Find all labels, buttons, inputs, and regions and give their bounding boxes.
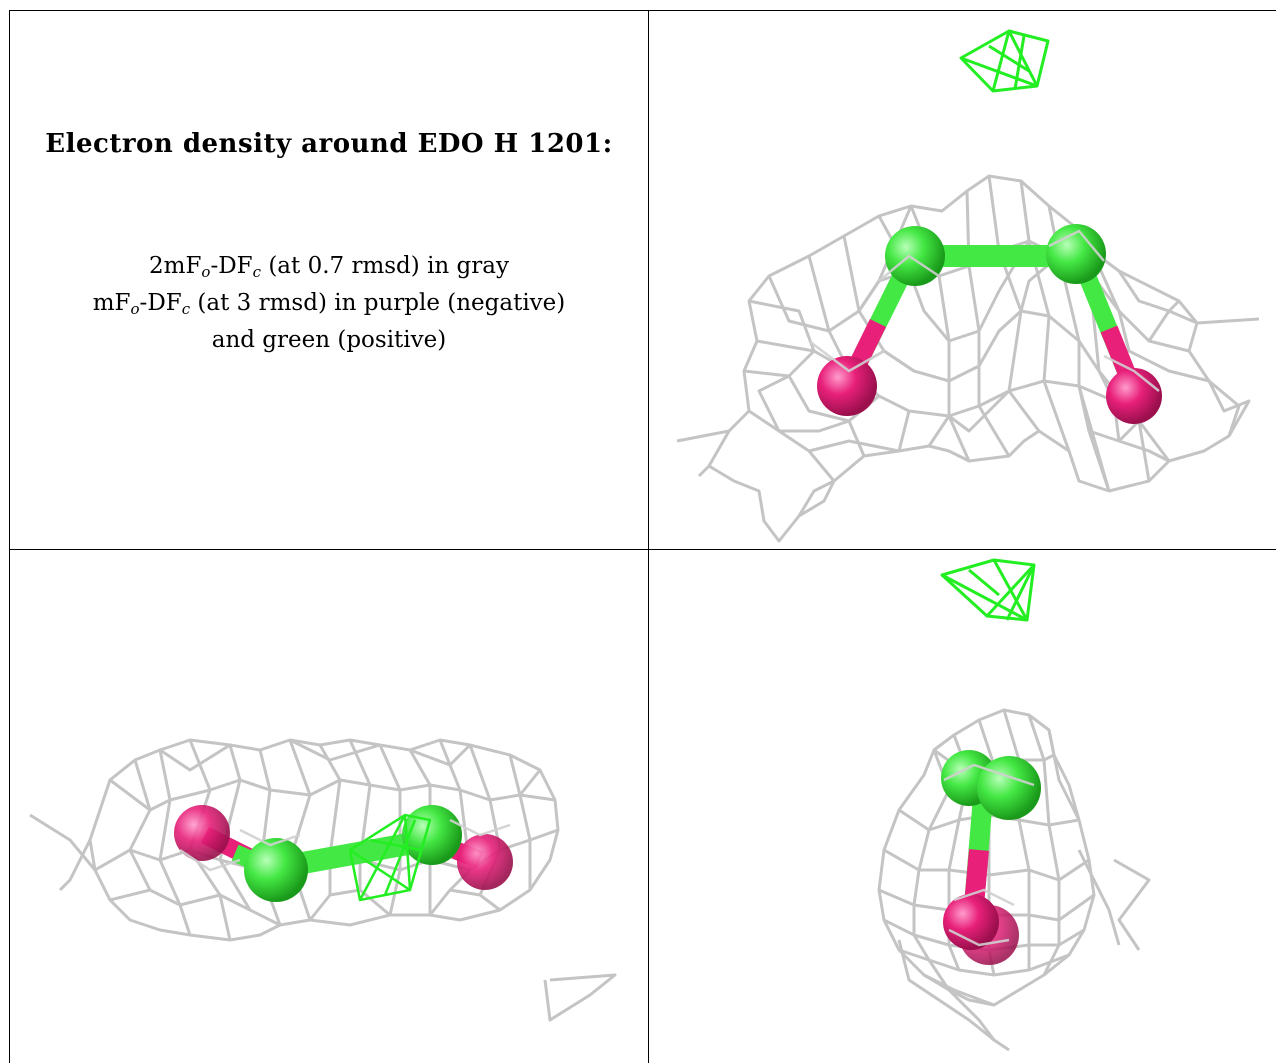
positive-density-mesh: [959, 29, 1050, 93]
view-bottom-right: [649, 550, 1276, 1063]
oxygen-atom: [457, 834, 513, 890]
positive-density-mesh: [940, 558, 1036, 622]
border-top: [9, 10, 1276, 11]
oxygen-atom: [174, 805, 230, 861]
border-center: [648, 10, 649, 1063]
view-top-right: [649, 11, 1276, 549]
view-bottom-left: [10, 550, 648, 1063]
carbon-atom: [244, 838, 308, 902]
density-mesh: [676, 174, 1260, 543]
border-middle: [9, 549, 1276, 550]
edo-molecule: [817, 224, 1162, 424]
legend-line-purple: mFo-DFc (at 3 rmsd) in purple (negative): [92, 289, 566, 318]
caption-cell: Electron density around EDO H 1201: 2mFo…: [10, 11, 648, 549]
legend-line-green: and green (positive): [211, 326, 447, 353]
density-mesh: [29, 738, 617, 1022]
figure-description: 2mFo-DFc (at 0.7 rmsd) in gray mFo-DFc (…: [10, 248, 648, 358]
figure-grid: Electron density around EDO H 1201: 2mFo…: [9, 10, 1276, 1063]
oxygen-atom: [817, 356, 877, 416]
edo-molecule: [941, 750, 1041, 965]
oxygen-atom: [943, 894, 999, 950]
positive-density-mesh: [348, 813, 432, 902]
border-left: [9, 10, 10, 1063]
legend-line-gray: 2mFo-DFc (at 0.7 rmsd) in gray: [149, 253, 509, 281]
carbon-atom: [977, 756, 1041, 820]
figure-title: Electron density around EDO H 1201:: [45, 129, 613, 159]
oxygen-atom: [1106, 368, 1162, 424]
edo-molecule: [174, 805, 513, 902]
carbon-atom: [885, 226, 945, 286]
carbon-atom: [402, 805, 462, 865]
